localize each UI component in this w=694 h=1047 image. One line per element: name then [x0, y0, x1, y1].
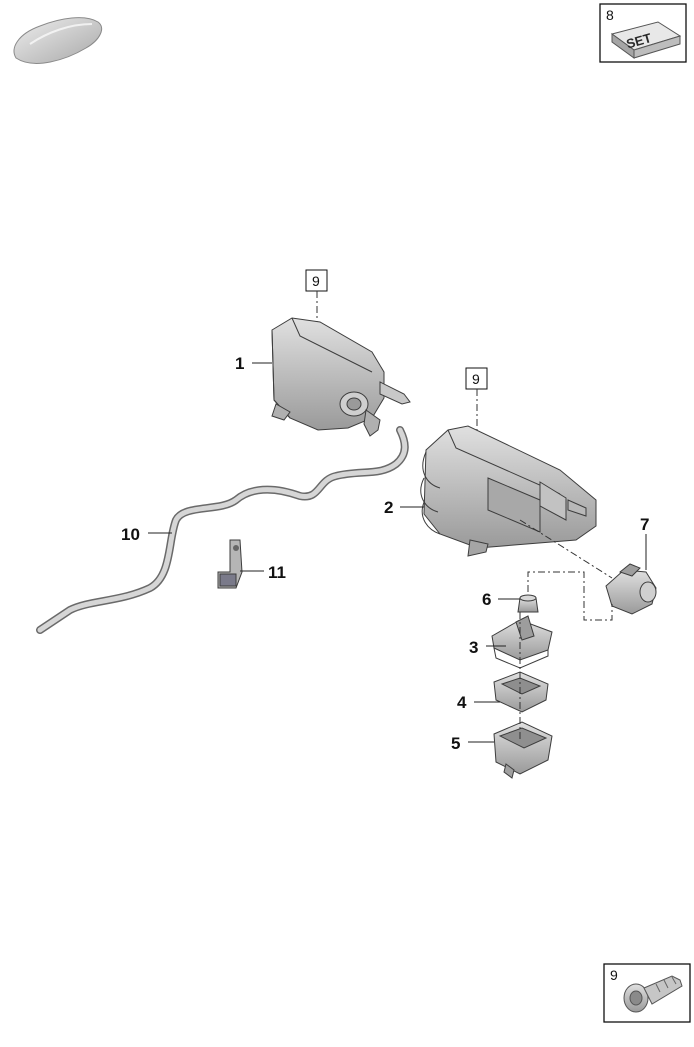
ref-box-9-upper[interactable]: 9 [305, 269, 328, 292]
hose-10[interactable] [36, 426, 409, 634]
set-package-icon: SET [610, 21, 682, 59]
callout-6[interactable]: 6 [482, 590, 491, 609]
callout-1[interactable]: 1 [235, 354, 244, 373]
callout-10[interactable]: 10 [121, 525, 140, 544]
callout-2[interactable]: 2 [384, 498, 393, 517]
connector-7[interactable] [605, 563, 657, 615]
screw-icon [623, 975, 683, 1013]
set-box[interactable]: 8 SET [599, 3, 687, 63]
callout-3[interactable]: 3 [469, 638, 478, 657]
carbon-canister-2[interactable] [420, 425, 597, 557]
ref-box-number: 9 [472, 371, 480, 387]
bracket-11[interactable] [217, 539, 243, 589]
filter-4[interactable] [493, 671, 549, 713]
vehicle-thumbnail [13, 17, 102, 64]
ref-line-2-7 [519, 519, 613, 579]
callout-4[interactable]: 4 [457, 693, 467, 712]
ref-line-7-6 [527, 571, 613, 621]
housing-5[interactable] [493, 721, 553, 779]
screw-box-number: 9 [610, 967, 618, 983]
callout-11[interactable]: 11 [268, 563, 286, 582]
ref-box-9-lower[interactable]: 9 [465, 367, 488, 390]
callout-5[interactable]: 5 [451, 734, 460, 753]
ref-box-number: 9 [312, 273, 320, 289]
screw-box[interactable]: 9 [603, 963, 691, 1023]
cap-6[interactable] [517, 594, 539, 613]
set-label: SET [625, 30, 653, 51]
callout-7[interactable]: 7 [640, 515, 649, 534]
set-box-number: 8 [606, 7, 614, 23]
valve-3[interactable] [491, 615, 553, 669]
carbon-canister-1[interactable] [271, 317, 411, 437]
